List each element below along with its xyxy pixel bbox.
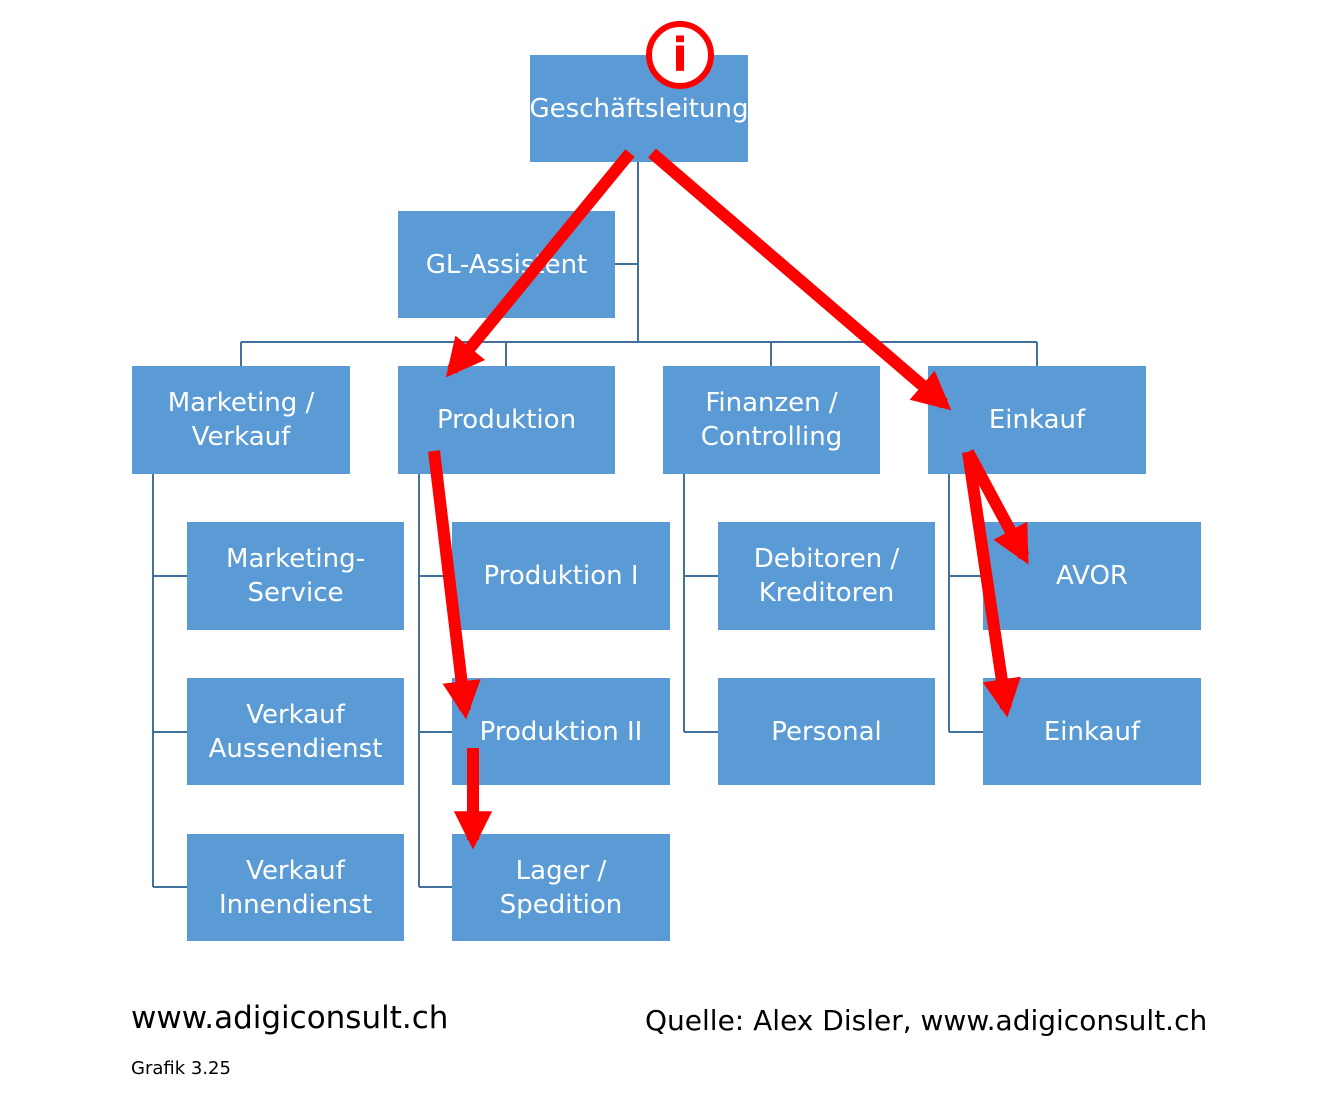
- node-geschaeftsleitung: Geschäftsleitung: [530, 55, 748, 162]
- node-personal: Personal: [718, 678, 935, 785]
- node-einkauf: Einkauf: [928, 366, 1146, 474]
- node-verkauf-innendienst: Verkauf Innendienst: [187, 834, 404, 941]
- node-produktion: Produktion: [398, 366, 615, 474]
- node-finanzen-controlling: Finanzen / Controlling: [663, 366, 880, 474]
- node-lager-spedition: Lager / Spedition: [452, 834, 670, 941]
- figure-caption: Grafik 3.25: [131, 1058, 231, 1079]
- connector-produktion-children: [418, 474, 452, 888]
- connector-einkauf-children: [948, 474, 983, 733]
- node-verkauf-aussendienst: Verkauf Aussendienst: [187, 678, 404, 785]
- connector-marketing-children: [152, 474, 187, 888]
- node-produktion-i: Produktion I: [452, 522, 670, 630]
- connector-finanzen-children: [683, 474, 718, 733]
- footer-source: Quelle: Alex Disler, www.adigiconsult.ch: [645, 1004, 1208, 1037]
- node-avor: AVOR: [983, 522, 1201, 630]
- footer-website: www.adigiconsult.ch: [131, 1000, 449, 1036]
- node-einkauf-sub: Einkauf: [983, 678, 1201, 785]
- node-produktion-ii: Produktion II: [452, 678, 670, 785]
- node-gl-assistent: GL-Assistent: [398, 211, 615, 318]
- node-marketing-service: Marketing- Service: [187, 522, 404, 630]
- node-debitoren-kreditoren: Debitoren / Kreditoren: [718, 522, 935, 630]
- node-marketing-verkauf: Marketing / Verkauf: [132, 366, 350, 474]
